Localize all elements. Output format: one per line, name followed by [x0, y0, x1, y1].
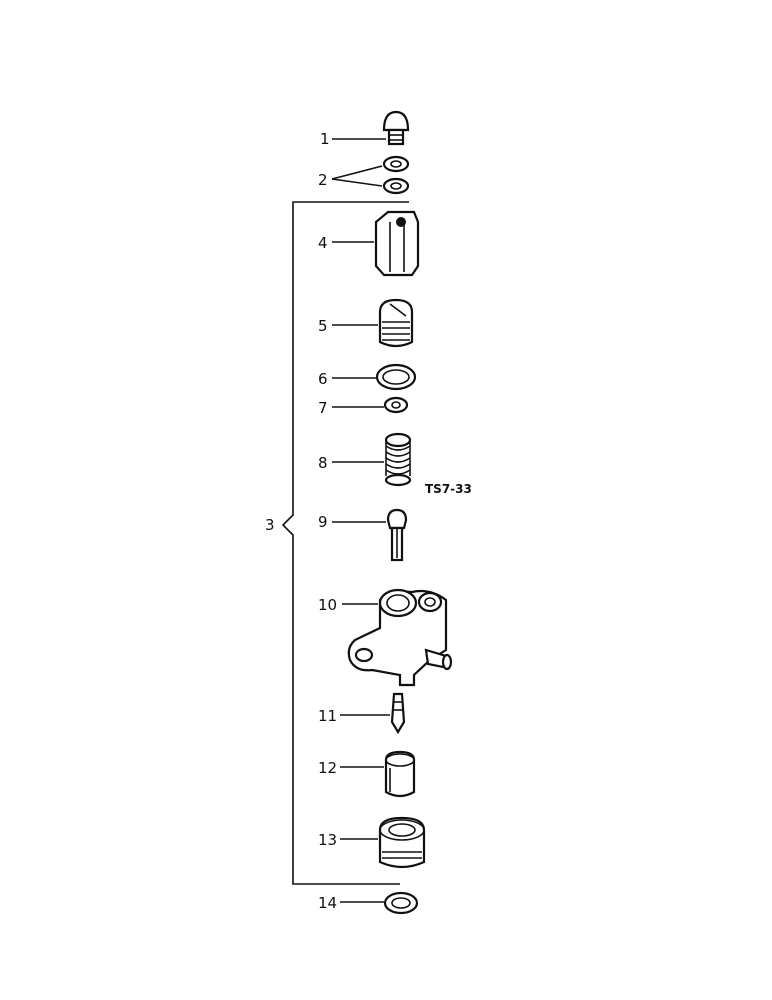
callout-10: 10 — [318, 596, 337, 614]
part-9-delivery-valve — [386, 508, 408, 562]
part-10-pump-body — [347, 588, 453, 687]
part-8-spring — [384, 432, 412, 487]
callout-4: 4 — [318, 234, 328, 252]
callout-9: 9 — [318, 513, 328, 531]
part-7-washer — [383, 396, 409, 414]
leader-2a — [331, 165, 383, 180]
part-1-banjo-bolt — [382, 110, 410, 146]
callout-7: 7 — [318, 399, 328, 417]
callout-13: 13 — [318, 831, 337, 849]
part-13-nut — [378, 816, 426, 869]
part-11-pin — [390, 692, 406, 735]
part-2-washers — [382, 155, 410, 195]
callout-14: 14 — [318, 894, 337, 912]
leader-2b — [331, 178, 383, 187]
part-14-washer — [383, 891, 419, 915]
callout-11: 11 — [318, 707, 337, 725]
callout-1: 1 — [320, 130, 330, 148]
callout-8: 8 — [318, 454, 328, 472]
callout-6: 6 — [318, 370, 328, 388]
callout-2: 2 — [318, 171, 328, 189]
callout-5: 5 — [318, 317, 328, 335]
part-4-holder — [374, 210, 420, 277]
callout-12: 12 — [318, 759, 337, 777]
part-6-washer — [375, 363, 417, 391]
figure-code: TS7-33 — [425, 482, 472, 496]
assembly-bracket — [281, 201, 409, 885]
callout-3: 3 — [265, 516, 275, 534]
part-5-valve-holder — [378, 298, 414, 348]
part-12-barrel — [384, 750, 416, 798]
